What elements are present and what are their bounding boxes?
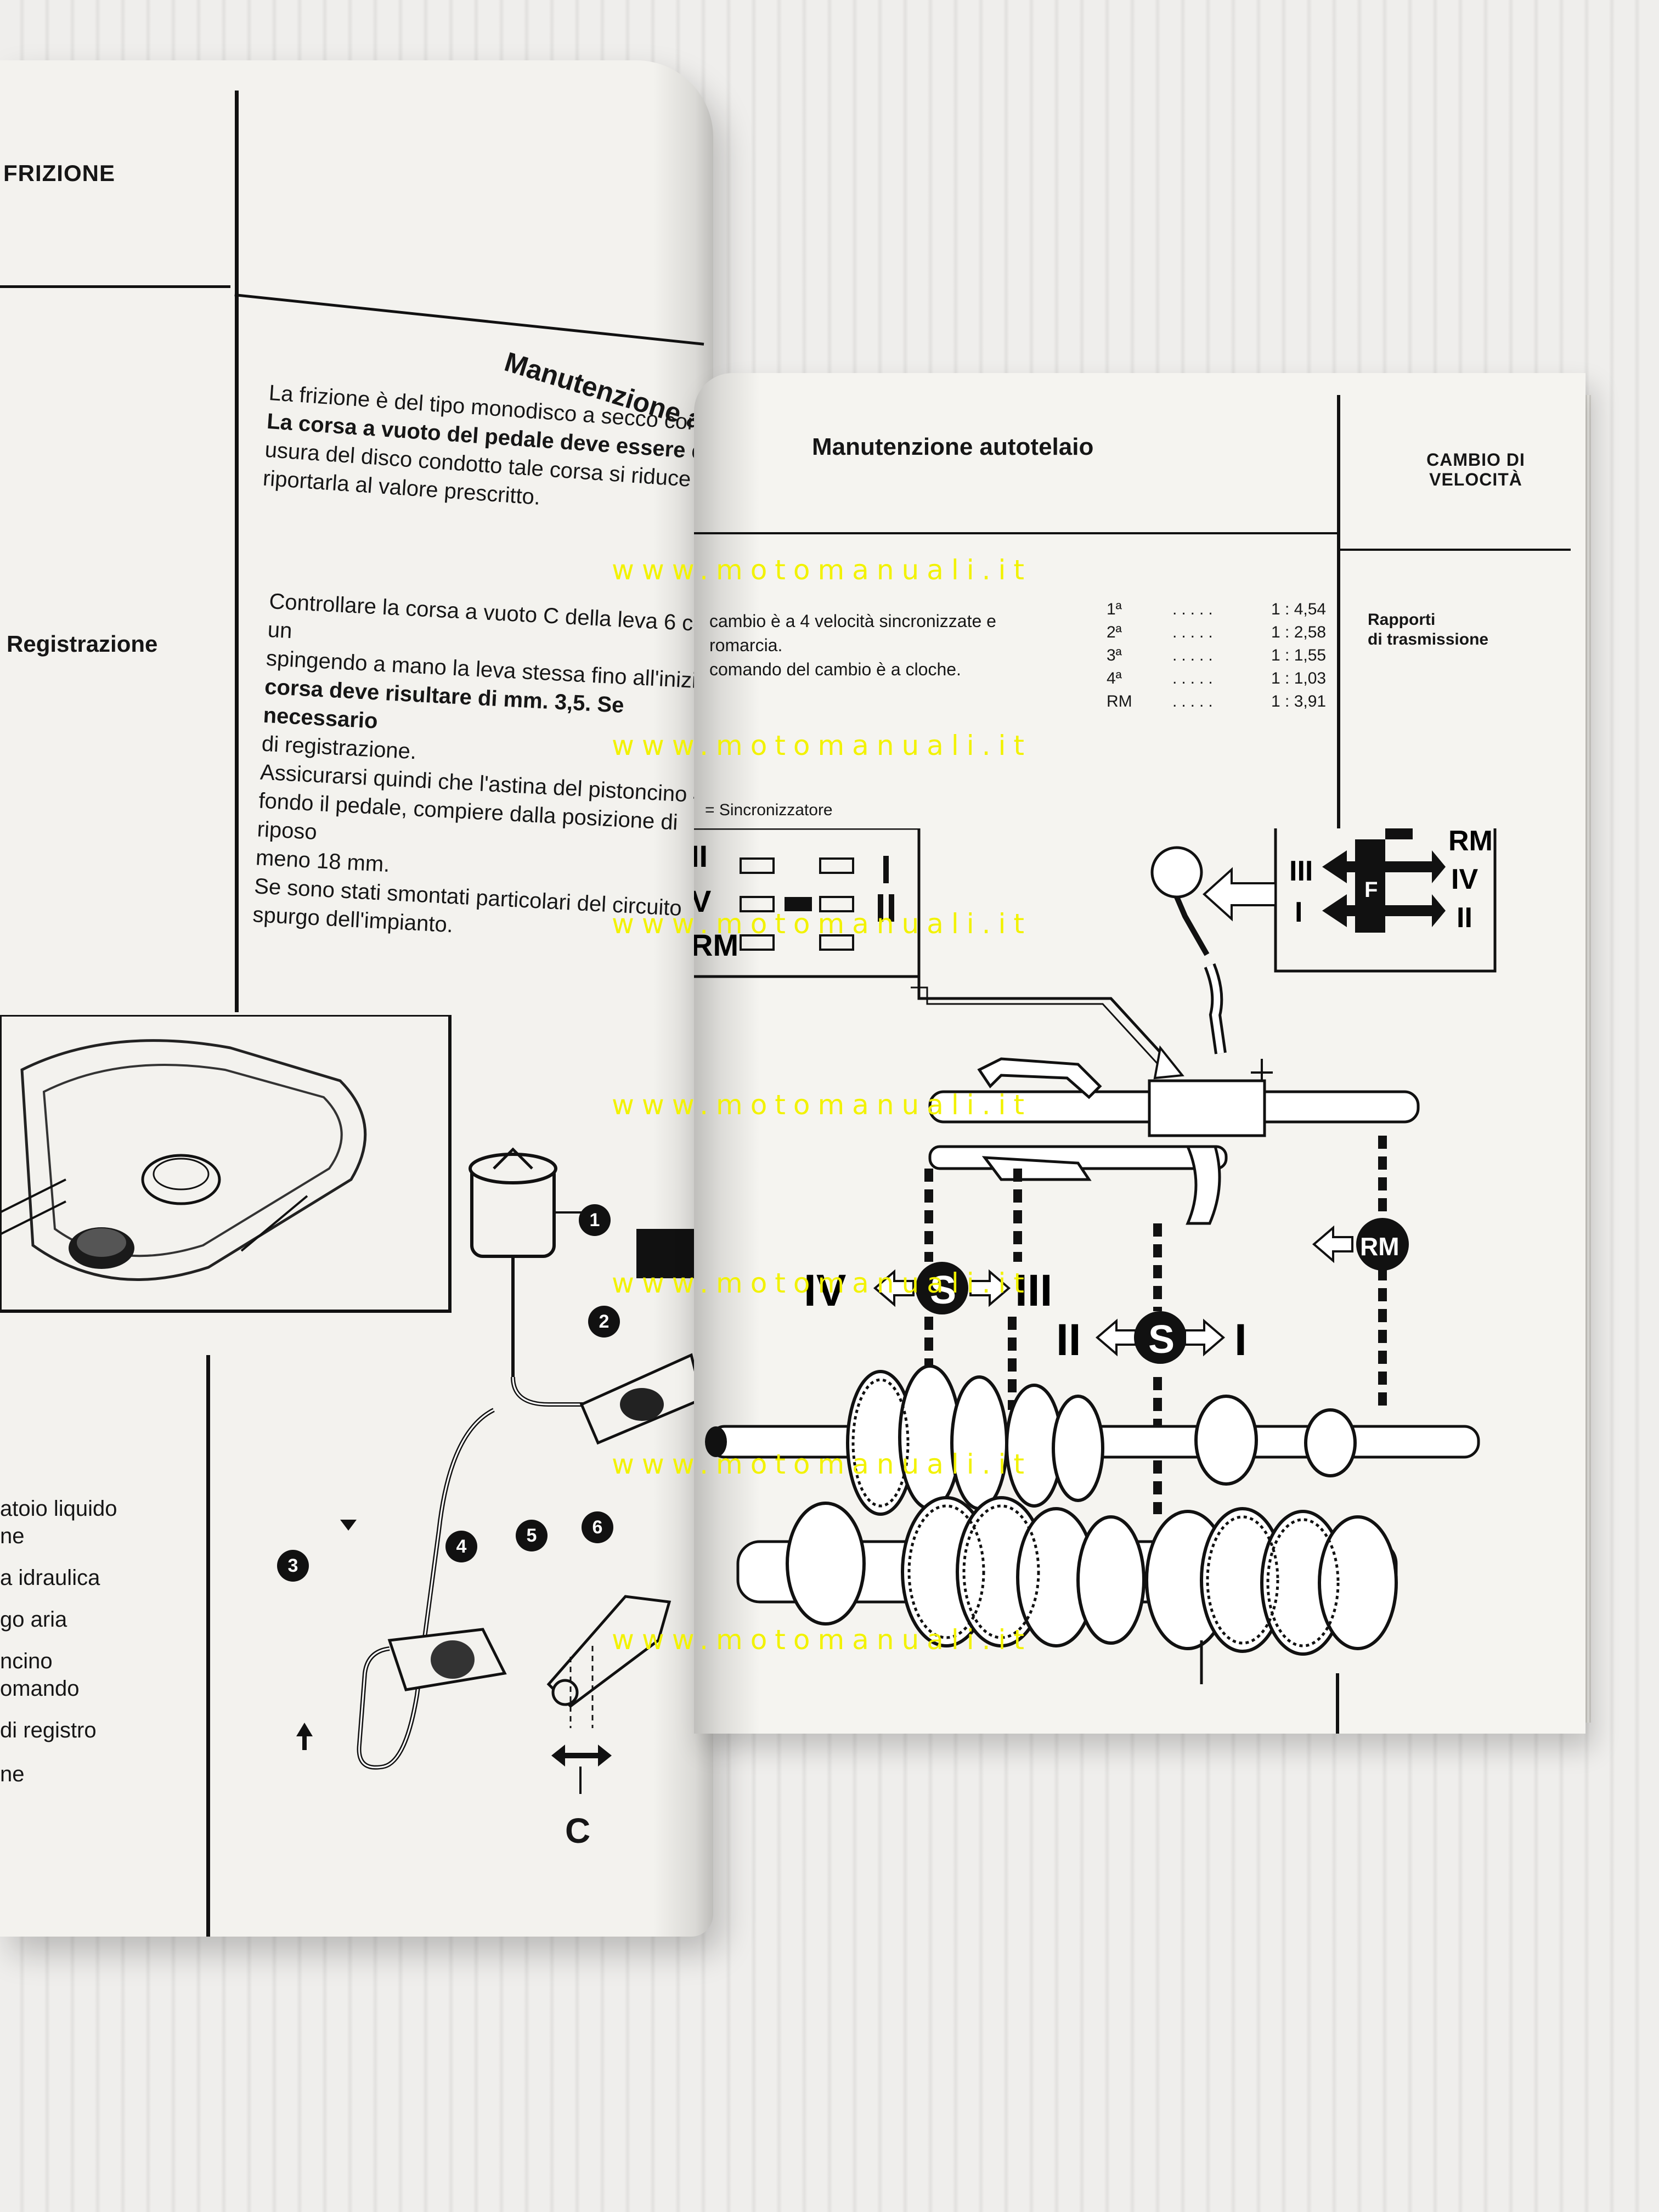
section-title: FRIZIONE [3,160,115,186]
ratios-label: Rapporti di trasmissione [1368,611,1489,648]
ratio-row: 1ª.....1 : 4,54 [1107,600,1327,618]
shift-label: IV [804,1266,847,1316]
gate-label: I [1295,896,1302,928]
gate-label: IV [1451,864,1478,895]
shift-label: I [1234,1315,1247,1365]
callout-3: 3 [277,1550,309,1582]
gate-label: III [1289,855,1313,887]
rule-header [694,532,1337,534]
gate-label: RM [1448,828,1493,857]
rule-left [0,285,230,288]
page-header-title: Manutenzione autotelaio [812,433,1094,460]
legend-item-1: atoio liquido ne [0,1497,117,1548]
gate-center-label: F [1364,878,1378,902]
legend-item-5: di registro [0,1718,97,1742]
legend-item-3: go aria [0,1607,67,1632]
legend-item-6: ne [0,1762,25,1786]
hydraulic-clutch-illustration [296,1147,704,1794]
shift-label: II [1056,1315,1081,1365]
shift-box-label: RM [694,928,738,962]
engine-bay-illustration [0,1015,452,1313]
synchronizer-legend: = Sincronizzatore [705,801,833,819]
paragraph-procedure: Controllare la corsa a vuoto C della lev… [252,587,713,952]
callout-5: 5 [516,1520,548,1551]
watermark: www.motomanuali.it [612,1089,1032,1121]
column-divider-lower [206,1355,210,1937]
shift-box-label: II [694,839,708,873]
gear-ratio-table: 1ª.....1 : 4,54 2ª.....1 : 2,58 3ª.....1… [1107,598,1337,713]
left-page: FRIZIONE Manutenzione autot Registrazion… [0,60,713,1937]
rule-right [234,294,704,346]
callout-4: 4 [445,1531,477,1562]
watermark: www.motomanuali.it [612,1448,1032,1480]
watermark: www.motomanuali.it [612,554,1032,586]
legend-item-4: ncino omando [0,1649,80,1701]
watermark: www.motomanuali.it [612,730,1032,761]
right-page: Manutenzione autotelaio CAMBIO DI VELOCI… [694,373,1585,1734]
shift-box-label: V [694,884,711,918]
callout-2: 2 [588,1306,620,1338]
column-divider [235,91,239,1012]
intro-text: cambio è a 4 velocità sincronizzate e ro… [709,609,1060,681]
reverse-marker: RM [1360,1232,1400,1261]
watermark: www.motomanuali.it [612,1267,1032,1299]
gearbox-schematic: II V RM III I RM IV II F [694,828,1497,1684]
text-line: cambio è a 4 velocità sincronizzate e [709,611,996,631]
gate-label: II [1457,902,1472,934]
watermark: www.motomanuali.it [612,1624,1032,1656]
text-line: comando del cambio è a cloche. [709,659,961,679]
ratio-row: 2ª.....1 : 2,58 [1107,623,1327,641]
section-title: CAMBIO DI VELOCITÀ [1426,450,1525,489]
callout-1: 1 [579,1204,611,1236]
subsection-title: Registrazione [7,631,158,657]
text-line: romarcia. [709,635,783,655]
column-divider-bottom [1336,1673,1339,1734]
ratio-row: 3ª.....1 : 1,55 [1107,646,1327,664]
callout-6: 6 [582,1511,613,1543]
clearance-label: C [565,1811,591,1850]
sync-marker: S [1148,1318,1175,1362]
legend-item-2: a idraulica [0,1566,100,1590]
rule-header-right [1340,549,1571,551]
sync-marker: S [930,1268,956,1312]
column-divider [1337,395,1340,834]
ratio-row: RM.....1 : 3,91 [1107,692,1327,710]
watermark: www.motomanuali.it [612,908,1032,940]
legend-list: atoio liquido ne a idraulica go aria nci… [0,1495,198,1802]
ratio-row: 4ª.....1 : 1,03 [1107,669,1327,687]
shift-label: III [1015,1266,1052,1316]
